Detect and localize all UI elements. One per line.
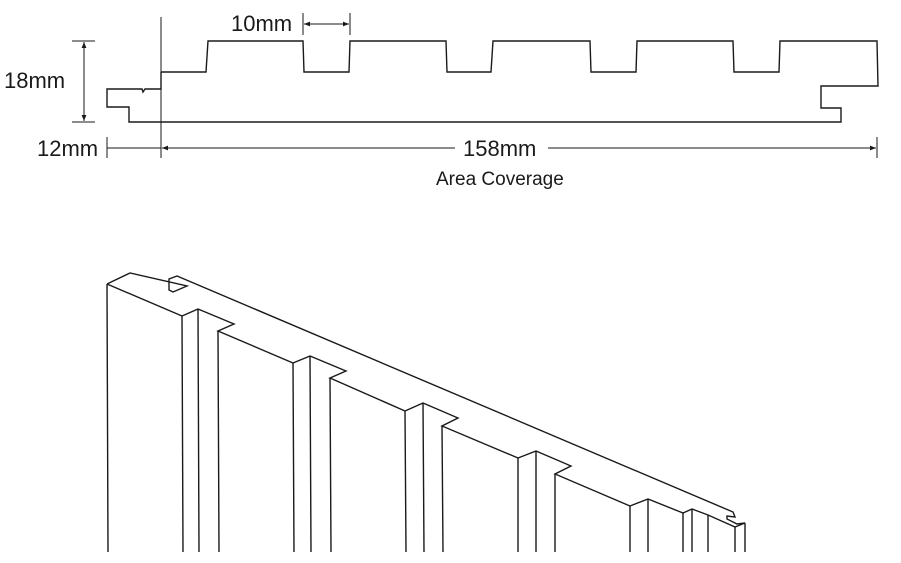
panel-vertical-edges: [106, 283, 746, 553]
coverage-label: 158mm: [463, 136, 536, 161]
groove-width-label: 10mm: [231, 11, 292, 36]
height-label: 18mm: [4, 68, 65, 93]
isometric-panel-view: [106, 272, 746, 553]
groove-width-dimension: 10mm: [231, 11, 351, 36]
coverage-caption: Area Coverage: [436, 169, 564, 190]
height-dimension: 18mm: [4, 40, 95, 123]
width-dimension: 12mm 158mm Area Coverage: [37, 136, 878, 190]
profile-outline: [106, 40, 879, 123]
cross-section-profile: [106, 17, 879, 158]
panel-back-top-edge: [106, 272, 746, 525]
tongue-label: 12mm: [37, 136, 98, 161]
panel-front-top-edge: [106, 283, 746, 528]
